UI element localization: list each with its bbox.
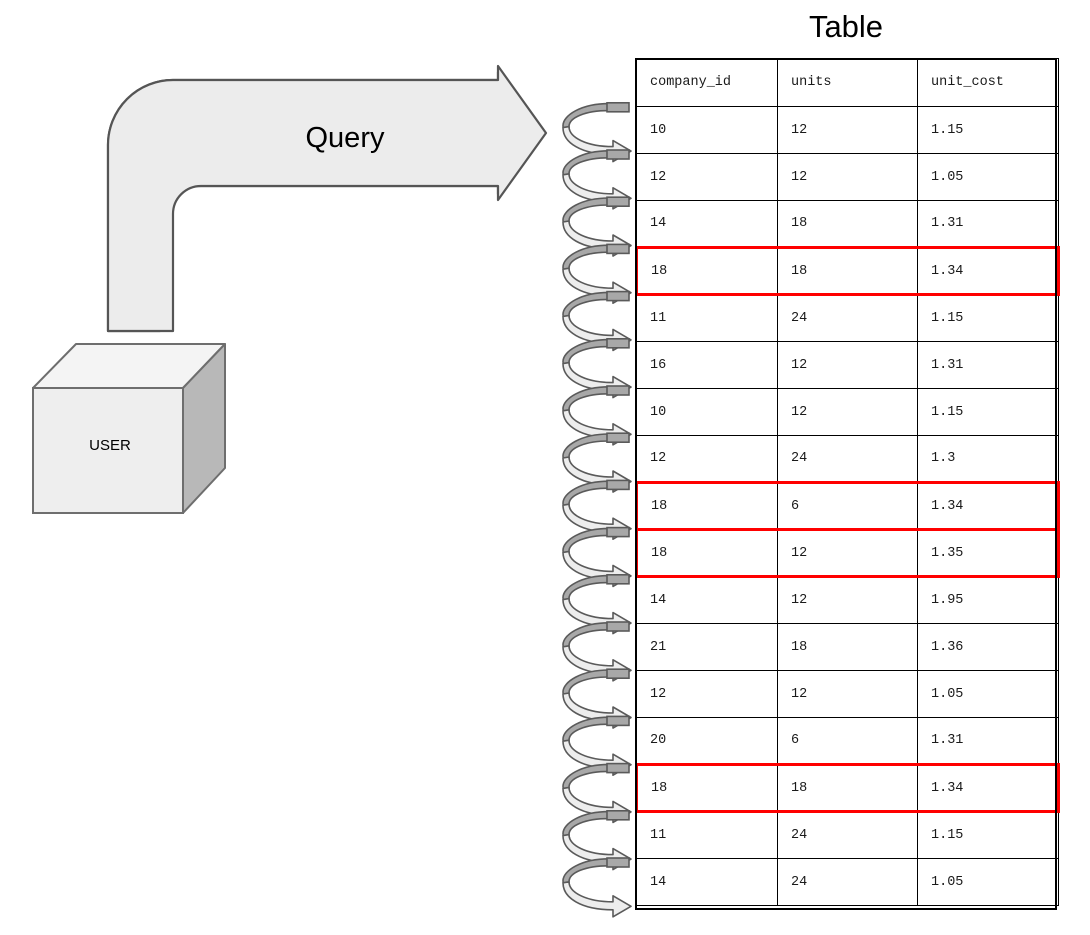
cell-units: 12 bbox=[777, 670, 918, 718]
cell-company-id: 10 bbox=[636, 388, 778, 436]
cell-units: 12 bbox=[777, 153, 918, 201]
table-header-row: company_id units unit_cost bbox=[636, 58, 1059, 107]
cell-unit-cost: 1.15 bbox=[917, 106, 1059, 154]
cell-unit-cost: 1.15 bbox=[917, 811, 1059, 859]
cell-company-id: 14 bbox=[636, 858, 778, 906]
cell-company-id: 12 bbox=[636, 153, 778, 201]
cell-unit-cost: 1.15 bbox=[917, 388, 1059, 436]
cell-units: 18 bbox=[777, 200, 918, 248]
cell-company-id: 18 bbox=[635, 246, 778, 296]
cell-unit-cost: 1.35 bbox=[917, 528, 1060, 578]
cell-unit-cost: 1.95 bbox=[917, 576, 1059, 624]
column-header-company-id: company_id bbox=[636, 58, 778, 107]
cell-units: 18 bbox=[777, 763, 918, 813]
coil-arrow-icon bbox=[562, 857, 632, 918]
cell-company-id: 10 bbox=[636, 106, 778, 154]
cell-units: 12 bbox=[777, 341, 918, 389]
cell-units: 18 bbox=[777, 246, 918, 296]
cell-unit-cost: 1.31 bbox=[917, 200, 1059, 248]
user-cube-label: USER bbox=[89, 437, 131, 454]
cell-company-id: 18 bbox=[635, 528, 778, 578]
cell-company-id: 20 bbox=[636, 717, 778, 765]
cell-units: 24 bbox=[777, 858, 918, 906]
cell-unit-cost: 1.34 bbox=[917, 763, 1060, 813]
cube-front-face bbox=[32, 387, 184, 514]
cell-company-id: 14 bbox=[636, 200, 778, 248]
page-title: Table bbox=[808, 9, 884, 44]
cell-unit-cost: 1.05 bbox=[917, 670, 1059, 718]
query-arrow-label: Query bbox=[305, 122, 385, 154]
bent-arrow-outline bbox=[106, 64, 548, 333]
cell-company-id: 12 bbox=[636, 435, 778, 483]
cell-company-id: 11 bbox=[636, 811, 778, 859]
cell-company-id: 21 bbox=[636, 623, 778, 671]
cell-unit-cost: 1.34 bbox=[917, 481, 1060, 531]
cell-company-id: 18 bbox=[635, 763, 778, 813]
cell-company-id: 14 bbox=[636, 576, 778, 624]
cell-company-id: 18 bbox=[635, 481, 778, 531]
column-header-units: units bbox=[777, 58, 918, 107]
cell-units: 6 bbox=[777, 717, 918, 765]
cell-units: 24 bbox=[777, 811, 918, 859]
cell-unit-cost: 1.31 bbox=[917, 717, 1059, 765]
cell-units: 12 bbox=[777, 576, 918, 624]
coil-arrow-group bbox=[562, 101, 632, 918]
cell-units: 12 bbox=[777, 388, 918, 436]
cell-unit-cost: 1.31 bbox=[917, 341, 1059, 389]
cell-unit-cost: 1.36 bbox=[917, 623, 1059, 671]
cell-units: 12 bbox=[777, 106, 918, 154]
cell-unit-cost: 1.34 bbox=[917, 246, 1060, 296]
column-header-unit-cost: unit_cost bbox=[917, 58, 1059, 107]
cell-unit-cost: 1.3 bbox=[917, 435, 1059, 483]
cell-units: 6 bbox=[777, 481, 918, 531]
cell-units: 12 bbox=[777, 528, 918, 578]
cell-units: 18 bbox=[777, 623, 918, 671]
cell-unit-cost: 1.05 bbox=[917, 858, 1059, 906]
cell-units: 24 bbox=[777, 294, 918, 342]
cell-company-id: 12 bbox=[636, 670, 778, 718]
cell-company-id: 16 bbox=[636, 341, 778, 389]
cell-company-id: 11 bbox=[636, 294, 778, 342]
cell-unit-cost: 1.05 bbox=[917, 153, 1059, 201]
cell-units: 24 bbox=[777, 435, 918, 483]
cell-unit-cost: 1.15 bbox=[917, 294, 1059, 342]
